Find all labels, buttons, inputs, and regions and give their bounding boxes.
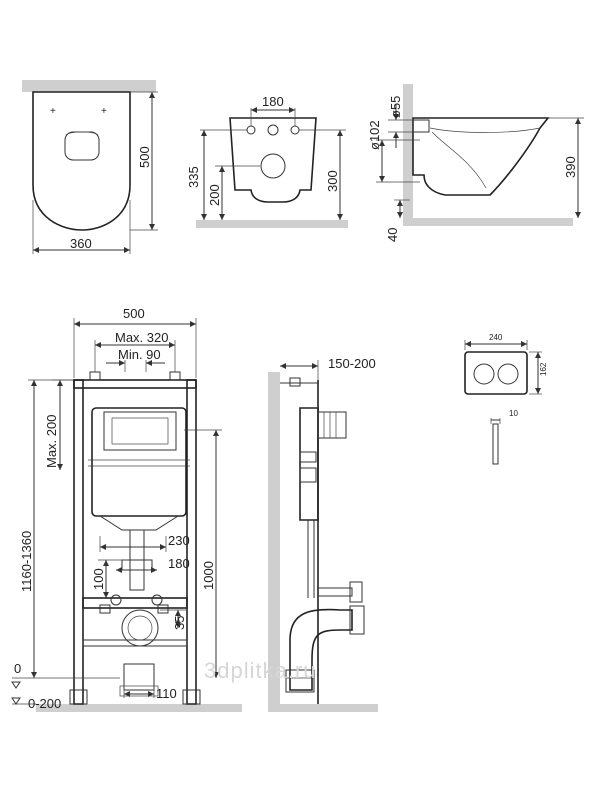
bowl-side-view: ø55 ø102 390 40 <box>367 84 584 242</box>
cistern-side <box>299 407 319 521</box>
flush-plate-profile <box>492 423 499 465</box>
mount-mark: + <box>101 106 107 117</box>
d180-label: 180 <box>168 556 190 571</box>
plate-height-label: 162 <box>539 362 548 376</box>
back-outline <box>229 117 317 203</box>
flush-button-left <box>473 363 495 385</box>
mount-mark: + <box>50 106 56 117</box>
frame-top-rail <box>73 379 197 389</box>
frame-front-view: 500 Max. 320 Min. 90 Max. 200 1160-1360 … <box>11 306 242 712</box>
floor-hatch <box>36 704 242 712</box>
outlet-hole <box>260 153 286 179</box>
bowl-back-view: 180 335 200 300 <box>186 94 348 228</box>
holes-spacing-label: 180 <box>262 94 284 109</box>
level-0-label: 0 <box>14 661 21 676</box>
flush-opening <box>103 411 177 451</box>
wall-hatch <box>403 84 413 224</box>
d110-label: 110 <box>156 686 177 701</box>
d100-label: 100 <box>91 568 106 590</box>
plan-width-label: 360 <box>70 236 92 251</box>
mount-hole-left <box>246 125 256 135</box>
height-335-label: 335 <box>186 166 201 188</box>
max-200-label: Max. 200 <box>44 415 59 468</box>
max-width-label: Max. 320 <box>115 330 168 345</box>
mount-hole-right <box>290 125 300 135</box>
floor-hatch <box>268 704 378 712</box>
d55-label: ø55 <box>388 96 403 118</box>
frame-width-label: 500 <box>123 306 145 321</box>
flush-plate: 240 162 10 <box>464 333 548 465</box>
outlet-bend-side <box>289 608 353 691</box>
adjust-height-label: 1160-1360 <box>19 531 34 592</box>
height-390-label: 390 <box>563 156 578 178</box>
floor-hatch <box>403 218 573 226</box>
bowl-outline <box>32 91 131 231</box>
drain-pipe <box>123 663 155 691</box>
level-0-200-label: 0-200 <box>28 696 61 711</box>
d230-label: 230 <box>168 533 190 548</box>
frame-bolt-rail <box>82 597 188 609</box>
d102-label: ø102 <box>367 120 382 150</box>
plan-depth-label: 500 <box>137 146 152 168</box>
seat-opening <box>64 131 100 161</box>
outlet-pipe <box>412 119 430 133</box>
inlet-pipe-side <box>318 587 353 597</box>
floor-40-label: 40 <box>385 228 400 242</box>
flush-button-right <box>497 363 519 385</box>
inlet-hole <box>267 124 279 136</box>
wall-hatch <box>268 372 280 712</box>
bowl-plan-view: + + 500 360 <box>22 80 158 254</box>
frame-post-left <box>73 379 84 705</box>
flush-plate-body <box>464 351 528 395</box>
frame-depth-label: 150-200 <box>328 356 376 371</box>
min-width-label: Min. 90 <box>118 347 161 362</box>
side-outline <box>412 117 550 196</box>
bolt-left <box>110 594 122 606</box>
outlet-bend <box>121 609 159 647</box>
height-1000-label: 1000 <box>201 561 216 590</box>
bolt-right <box>151 594 163 606</box>
wall-hatch <box>22 80 156 92</box>
floor-hatch <box>196 220 348 228</box>
height-200-label: 200 <box>207 184 222 206</box>
d35-label: 35 <box>172 616 187 630</box>
height-300-label: 300 <box>325 170 340 192</box>
plate-width-label: 240 <box>489 333 503 342</box>
cistern <box>91 407 187 517</box>
watermark: 3dplitka.ru <box>204 658 317 683</box>
frame-side-view: 150-200 <box>268 356 378 712</box>
plate-thickness-label: 10 <box>509 409 518 418</box>
